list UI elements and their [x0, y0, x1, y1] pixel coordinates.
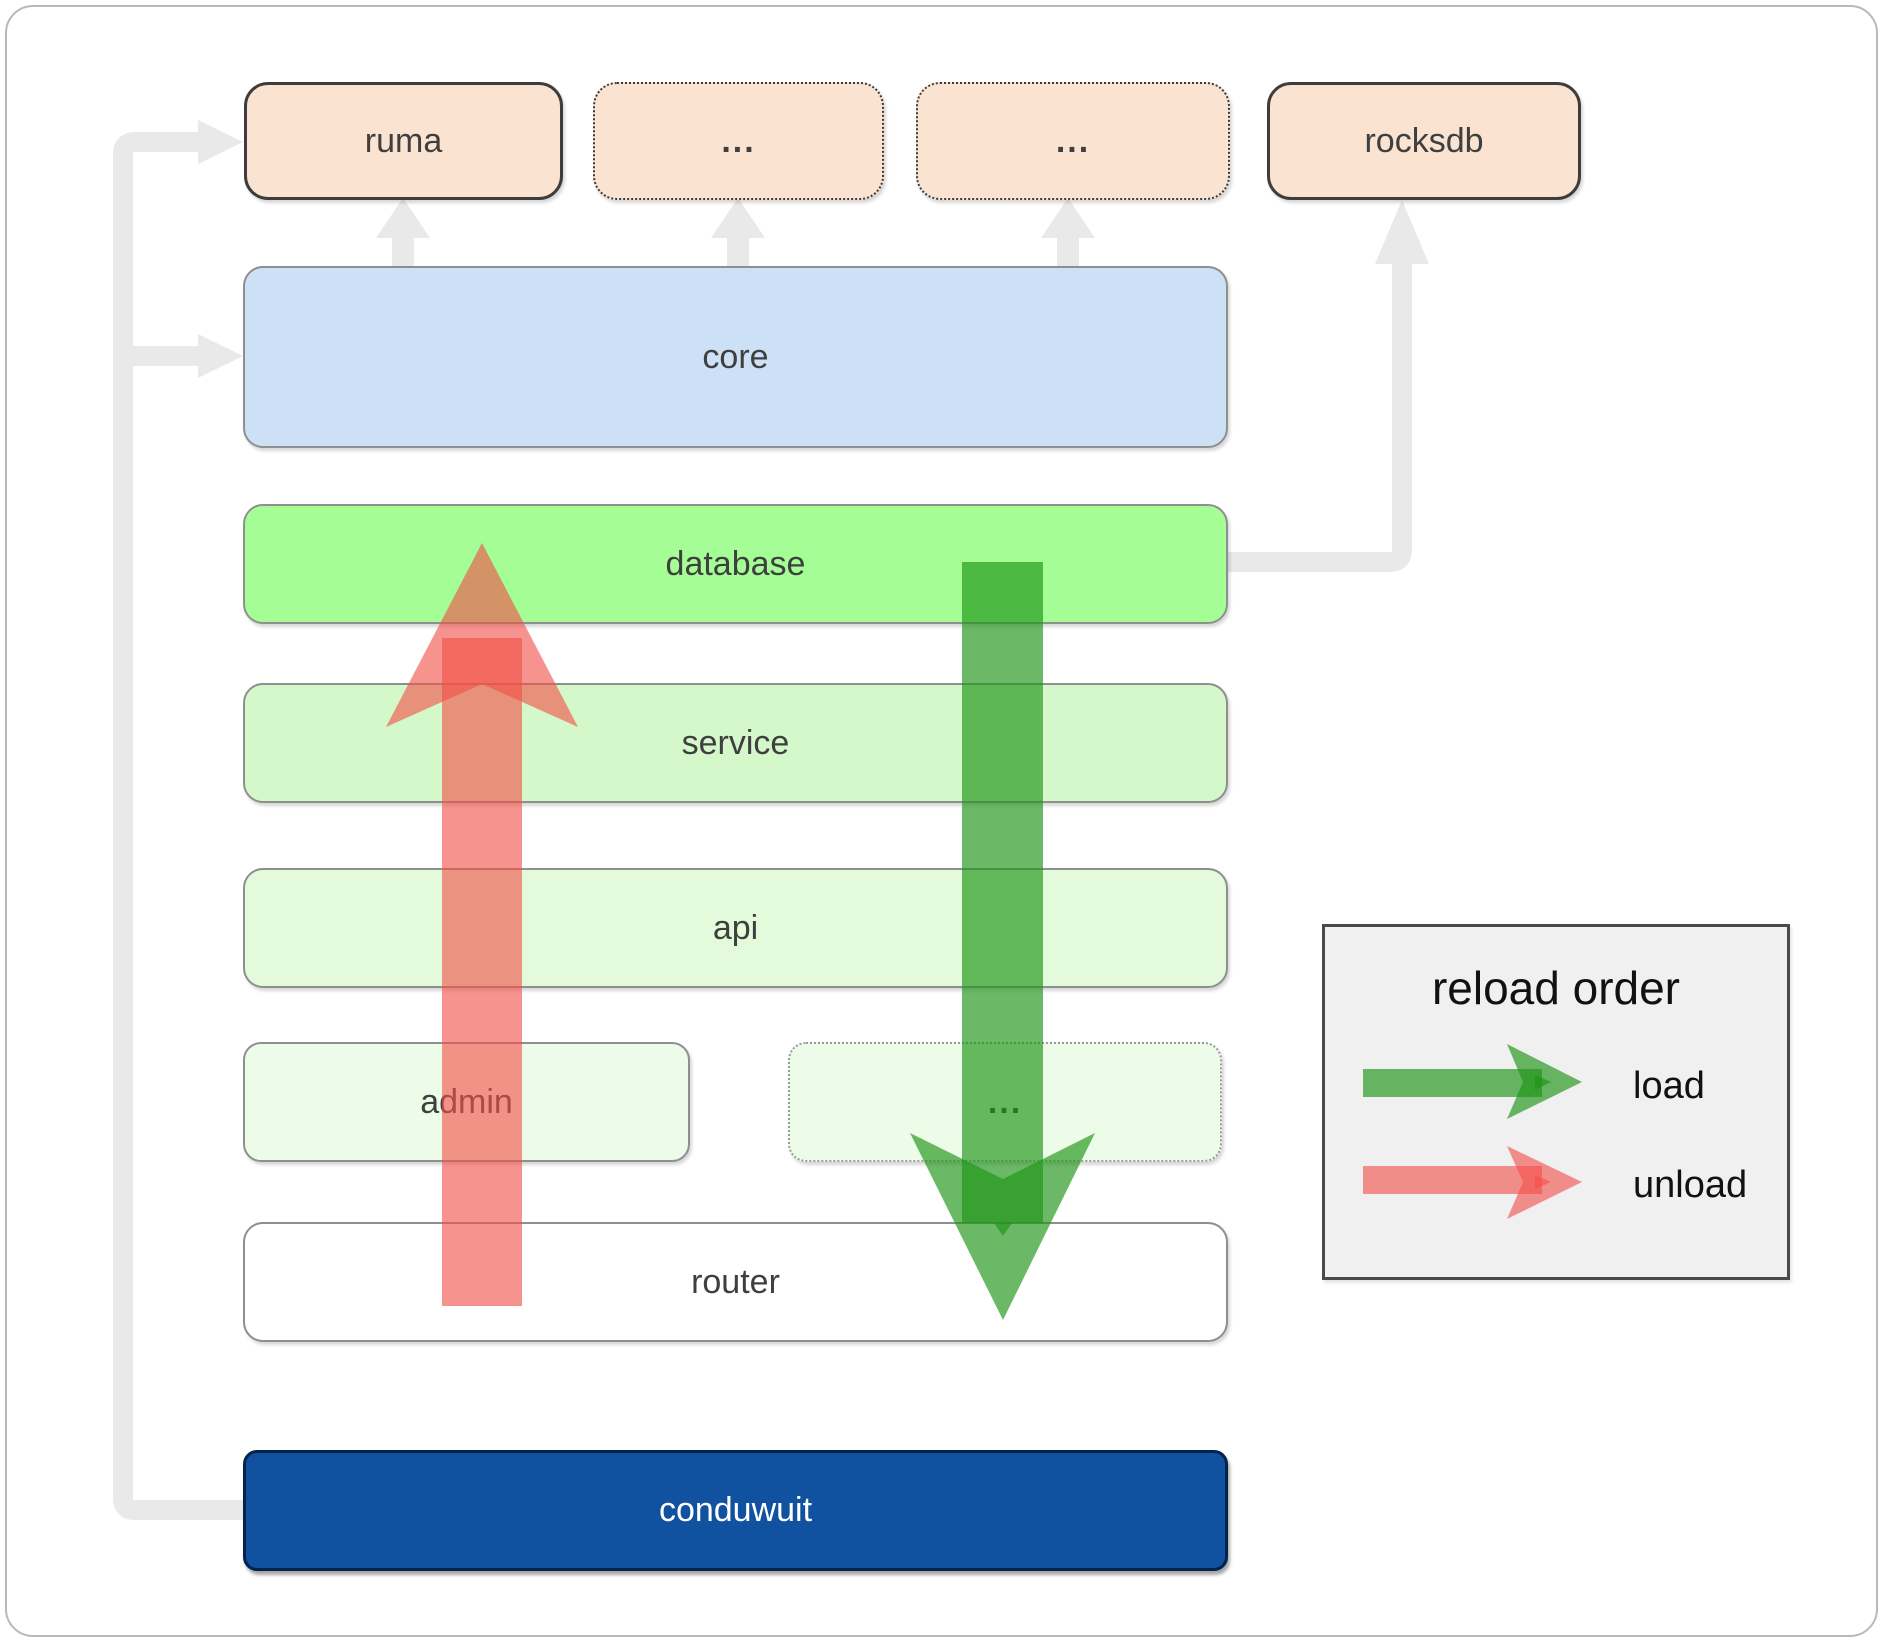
box-rocksdb-label: rocksdb — [1364, 121, 1484, 160]
box-service: service — [243, 683, 1228, 803]
legend-title: reload order — [1431, 962, 1681, 1014]
box-ellipsis-1-label: ... — [721, 121, 756, 160]
core-to-ellipsis1-arrow — [727, 236, 749, 268]
page-border — [5, 5, 1878, 1637]
conduwuit-to-ruma-connector — [113, 132, 244, 1520]
box-admin-label: admin — [420, 1082, 513, 1121]
core-to-ellipsis1-arrowhead-icon — [711, 198, 765, 238]
box-rocksdb: rocksdb — [1267, 82, 1581, 200]
box-router: router — [243, 1222, 1228, 1342]
box-database: database — [243, 504, 1228, 624]
box-api-label: api — [712, 908, 759, 947]
box-service-label: service — [681, 723, 790, 762]
box-ruma-label: ruma — [364, 121, 443, 160]
box-database-label: database — [665, 544, 806, 583]
box-ellipsis-2: ... — [916, 82, 1230, 200]
box-ellipsis-1: ... — [593, 82, 884, 200]
box-conduwuit: conduwuit — [243, 1450, 1228, 1571]
legend-load-label: load — [1633, 1065, 1705, 1107]
box-conduwuit-label: conduwuit — [658, 1491, 813, 1529]
database-to-rocksdb-connector — [1227, 262, 1412, 572]
box-admin: admin — [243, 1042, 690, 1162]
box-core-label: core — [702, 337, 769, 376]
legend-panel: reload order load unload — [1322, 924, 1790, 1280]
rocksdb-arrowhead-icon — [1375, 200, 1429, 264]
box-ellipsis-3-label: ... — [987, 1082, 1023, 1121]
box-ruma: ruma — [244, 82, 563, 200]
legend-unload-label: unload — [1633, 1164, 1748, 1206]
ruma-arrowhead-icon — [198, 120, 243, 164]
core-arrowhead-icon — [198, 334, 243, 378]
core-to-ruma-arrow — [392, 236, 414, 268]
box-ellipsis-3: ... — [788, 1042, 1222, 1162]
box-router-label: router — [691, 1262, 780, 1301]
core-to-ellipsis2-arrow — [1057, 236, 1079, 268]
box-core: core — [243, 266, 1228, 448]
box-ellipsis-2-label: ... — [1055, 121, 1091, 160]
core-to-ruma-arrowhead-icon — [376, 198, 430, 238]
core-to-ellipsis2-arrowhead-icon — [1041, 198, 1095, 238]
box-api: api — [243, 868, 1228, 988]
